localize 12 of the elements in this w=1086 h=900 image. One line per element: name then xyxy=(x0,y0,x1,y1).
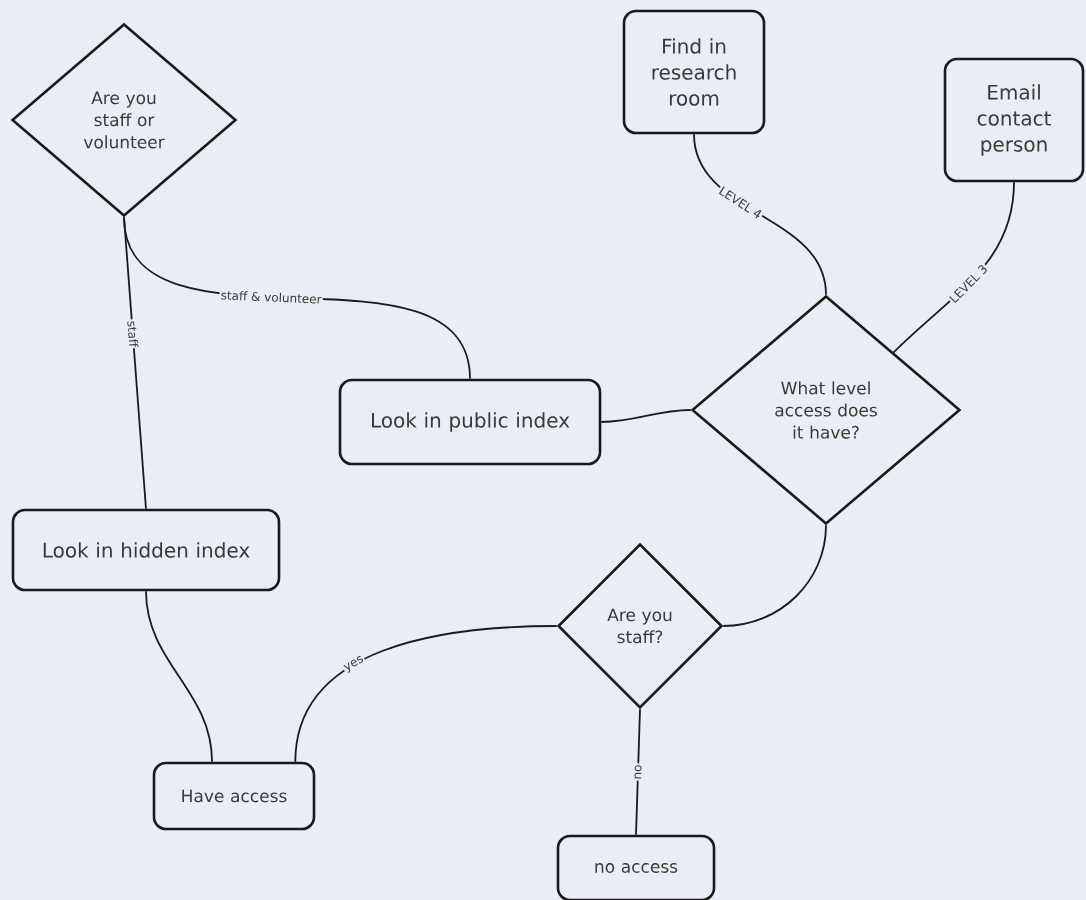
process-box: Have access xyxy=(152,761,316,831)
process-box: Look in hidden index xyxy=(11,508,281,592)
connector xyxy=(722,524,827,627)
connector xyxy=(600,409,692,423)
connector xyxy=(892,181,1015,354)
connector xyxy=(635,708,641,836)
connector xyxy=(294,625,558,763)
process-box: Email contact person xyxy=(943,57,1085,183)
process-box: Find in research room xyxy=(622,9,766,135)
process-box: no access xyxy=(556,834,716,900)
process-box: Look in public index xyxy=(338,378,602,466)
connector xyxy=(145,590,213,763)
